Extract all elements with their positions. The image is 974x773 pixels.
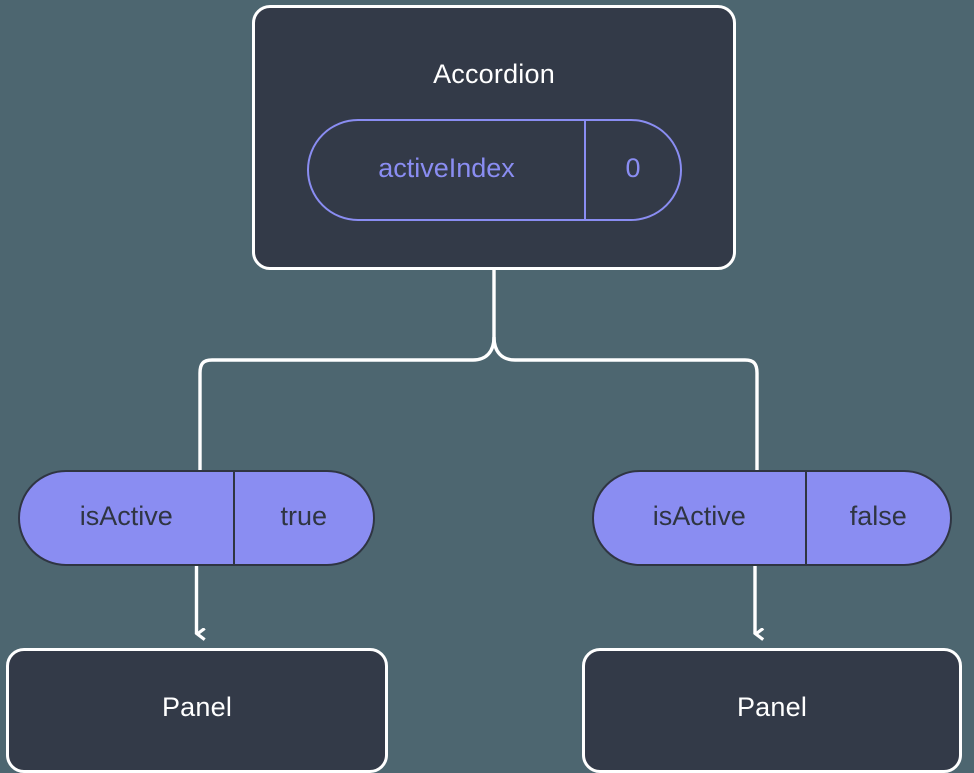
state-pill-active-index-key: activeIndex bbox=[378, 152, 515, 183]
prop-pill-is-active-false-value: false bbox=[804, 472, 950, 564]
prop-pill-is-active-true-key: isActive bbox=[79, 501, 173, 531]
prop-pill-is-active-false[interactable]: isActive false bbox=[592, 470, 952, 566]
node-panel-left-title: Panel bbox=[161, 692, 233, 722]
connector-branch-left bbox=[198, 336, 496, 470]
node-panel-right-title: Panel bbox=[736, 692, 808, 722]
state-pill-active-index[interactable]: activeIndex 0 bbox=[307, 119, 682, 221]
connector-branch-right bbox=[492, 336, 759, 470]
prop-pill-is-active-false-key: isActive bbox=[652, 501, 746, 531]
prop-pill-is-active-true-value: true bbox=[232, 472, 373, 564]
state-pill-active-index-value: 0 bbox=[584, 121, 680, 219]
node-accordion-title: Accordion bbox=[433, 59, 555, 89]
node-panel-right[interactable]: Panel bbox=[582, 648, 962, 773]
prop-pill-is-active-true[interactable]: isActive true bbox=[18, 470, 375, 566]
node-panel-left[interactable]: Panel bbox=[6, 648, 388, 773]
